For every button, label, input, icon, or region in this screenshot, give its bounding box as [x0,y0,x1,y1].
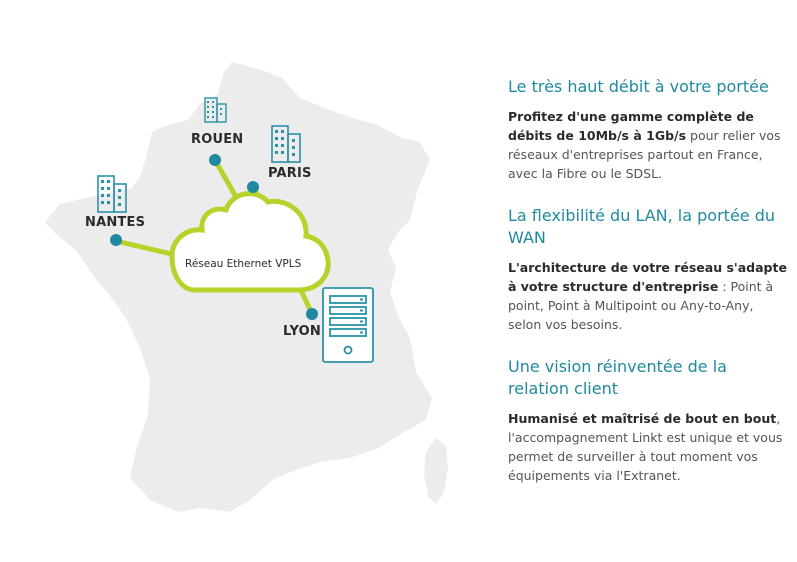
network-map: ROUEN PARIS NANTES LYON Réseau Ethernet … [45,62,448,512]
node-rouen [209,154,221,166]
server-icon [322,287,374,363]
feature-highlight: Humanisé et maîtrisé de bout en bout [508,411,777,426]
feature-title: La flexibilité du LAN, la portée du WAN [508,206,776,247]
node-nantes [110,234,122,246]
feature-section: Une vision réinventée de la relation cli… [508,356,788,485]
feature-highlight: L'architecture de votre réseau s'adapte … [508,260,787,294]
building-icon [271,125,301,163]
feature-description: Profitez d'une gamme complète de débits … [508,107,788,183]
feature-title: Le très haut débit à votre portée [508,77,769,96]
feature-title: Une vision réinventée de la relation cli… [508,357,727,398]
feature-highlight: Profitez d'une gamme complète de débits … [508,109,754,143]
building-icon [97,175,127,213]
feature-text: , l'accompagnement Linkt est unique et v… [508,411,783,483]
feature-section: La flexibilité du LAN, la portée du WAN … [508,205,788,334]
city-label-rouen: ROUEN [191,132,244,147]
feature-text: : Point à point, Point à Multipoint ou A… [508,279,774,332]
map-svg [45,62,448,512]
corsica-shape [424,438,448,504]
feature-section: Le très haut débit à votre portée Profit… [508,76,788,183]
city-label-paris: PARIS [268,166,312,181]
feature-description: L'architecture de votre réseau s'adapte … [508,258,788,334]
feature-description: Humanisé et maîtrisé de bout en bout, l'… [508,409,788,485]
cloud-label: Réseau Ethernet VPLS [185,258,302,270]
vpls-cloud [169,191,331,293]
city-label-nantes: NANTES [85,215,146,230]
node-lyon [306,308,318,320]
feature-text: pour relier vos réseaux d'entreprises pa… [508,128,781,181]
city-label-lyon: LYON [283,324,321,339]
feature-list: Le très haut débit à votre portée Profit… [508,76,788,507]
node-paris [247,181,259,193]
link-nantes [113,238,179,258]
city-nodes [110,154,318,320]
building-icon [204,97,227,123]
